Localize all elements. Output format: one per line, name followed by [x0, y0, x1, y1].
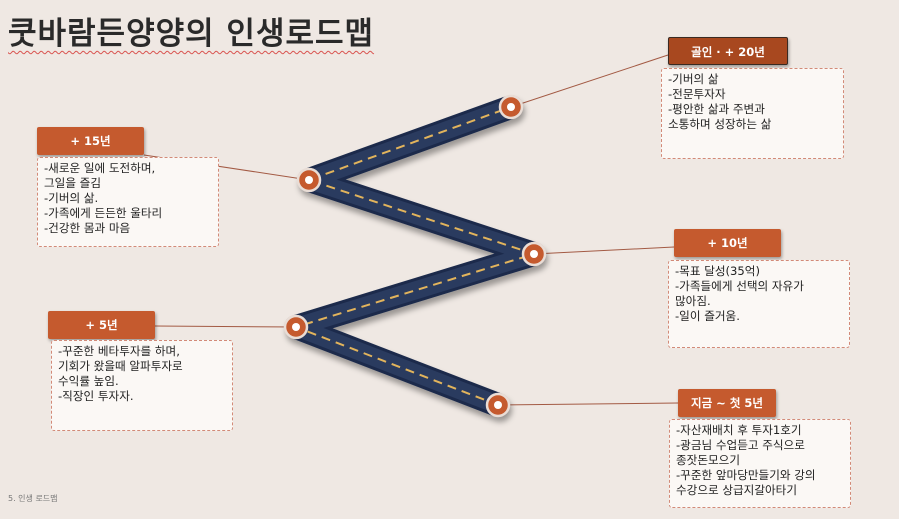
milestone-box-now: -자산재배치 후 투자1호기 -광금님 수업듣고 주식으로 종잣돈모으기 -꾸준…: [669, 419, 851, 508]
connector-line-now: [497, 402, 679, 406]
connector-line-goal: [510, 54, 669, 108]
milestone-text: -가족에게 든든한 울타리: [44, 206, 163, 220]
milestone-text: 수강으로 상급지갈아타기: [676, 483, 798, 497]
milestone-label-goal: 골인 · + 20년: [668, 37, 788, 65]
milestone-marker-15: [296, 167, 322, 193]
milestone-text: -건강한 몸과 마음: [44, 221, 131, 235]
milestone-text: -직장인 투자자.: [58, 389, 134, 403]
milestone-text: -꾸준한 베타투자를 하며,: [58, 344, 180, 358]
milestone-marker-10: [521, 241, 547, 267]
milestone-text: 기회가 왔을때 알파투자로: [58, 359, 183, 373]
slide-title: 쿳바람든양양의 인생로드맵: [8, 16, 375, 52]
connector-line-10: [533, 246, 675, 255]
milestone-text: 많아짐.: [675, 294, 711, 308]
milestone-text: -일이 즐거움.: [675, 309, 740, 323]
slide-footer: 5. 인생 로드맵: [8, 494, 58, 503]
milestone-text: 수익률 높임.: [58, 374, 119, 388]
milestone-text: -목표 달성(35억): [675, 264, 760, 278]
milestone-text: -자산재배치 후 투자1호기: [676, 423, 802, 437]
connector-line-5: [154, 325, 297, 328]
milestone-text: -기버의 삶: [668, 72, 719, 86]
milestone-text: -광금님 수업듣고 주식으로: [676, 438, 805, 452]
milestone-label-now: 지금 ~ 첫 5년: [678, 389, 776, 417]
milestone-text: -기버의 삶.: [44, 191, 99, 205]
milestone-text: -가족들에게 선택의 자유가: [675, 279, 804, 293]
milestone-marker-5: [283, 314, 309, 340]
milestone-text: 그일을 즐김: [44, 176, 102, 190]
milestone-label-10: + 10년: [674, 229, 781, 257]
milestone-box-10: -목표 달성(35억) -가족들에게 선택의 자유가 많아짐. -일이 즐거움.: [668, 260, 850, 348]
milestone-label-15: + 15년: [37, 127, 144, 155]
milestone-label-5: + 5년: [48, 311, 155, 339]
milestone-box-5: -꾸준한 베타투자를 하며, 기회가 왔을때 알파투자로 수익률 높임. -직장…: [51, 340, 233, 431]
milestone-marker-now: [485, 392, 511, 418]
milestone-box-15: -새로운 일에 도전하며, 그일을 즐김 -기버의 삶. -가족에게 든든한 울…: [37, 157, 219, 247]
milestone-text: -새로운 일에 도전하며,: [44, 161, 156, 175]
milestone-text: -꾸준한 앞마당만들기와 강의: [676, 468, 816, 482]
milestone-text: -평안한 삶과 주변과: [668, 102, 765, 116]
milestone-box-goal: -기버의 삶 -전문투자자 -평안한 삶과 주변과 소통하며 성장하는 삶: [661, 68, 844, 159]
milestone-text: 소통하며 성장하는 삶: [668, 117, 772, 131]
milestone-text: -전문투자자: [668, 87, 726, 101]
milestone-marker-goal: [498, 94, 524, 120]
milestone-text: 종잣돈모으기: [676, 453, 740, 467]
